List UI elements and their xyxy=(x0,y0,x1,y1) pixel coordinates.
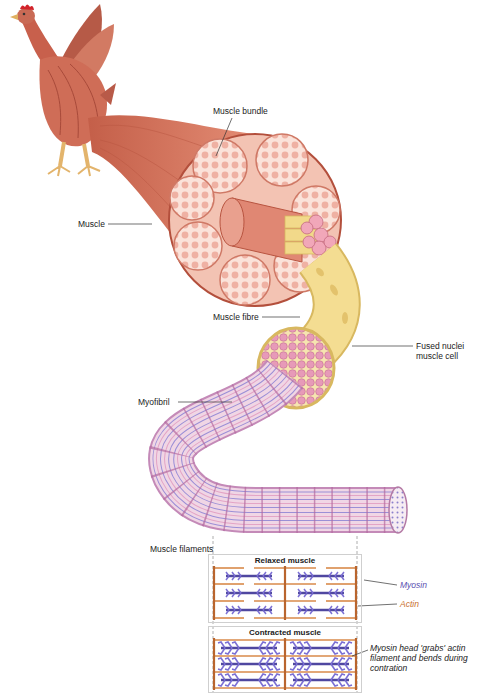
callout-label: Muscle fibre xyxy=(213,312,273,322)
panel-box: Relaxed muscle xyxy=(208,554,362,623)
callout-label: Myofibril xyxy=(138,397,188,407)
callout-label: Myosin head 'grabs' actin filament and b… xyxy=(370,643,478,673)
panel-heading: Relaxed muscle xyxy=(209,556,361,565)
callout-label: Muscle xyxy=(78,219,118,229)
callout-label: Actin xyxy=(400,599,450,609)
panel-box: Contracted muscle xyxy=(208,626,362,693)
panel-heading: Contracted muscle xyxy=(209,628,361,637)
callout-label: Muscle filaments xyxy=(150,544,230,554)
callout-label: Fused nuclei muscle cell xyxy=(416,341,476,361)
leader-lines xyxy=(108,118,413,656)
myofibril-illustration xyxy=(171,374,407,533)
callout-label: Muscle bundle xyxy=(213,106,293,116)
callout-label: Myosin xyxy=(400,580,450,590)
relaxed-filaments xyxy=(214,566,356,620)
contracted-filaments xyxy=(214,638,356,690)
